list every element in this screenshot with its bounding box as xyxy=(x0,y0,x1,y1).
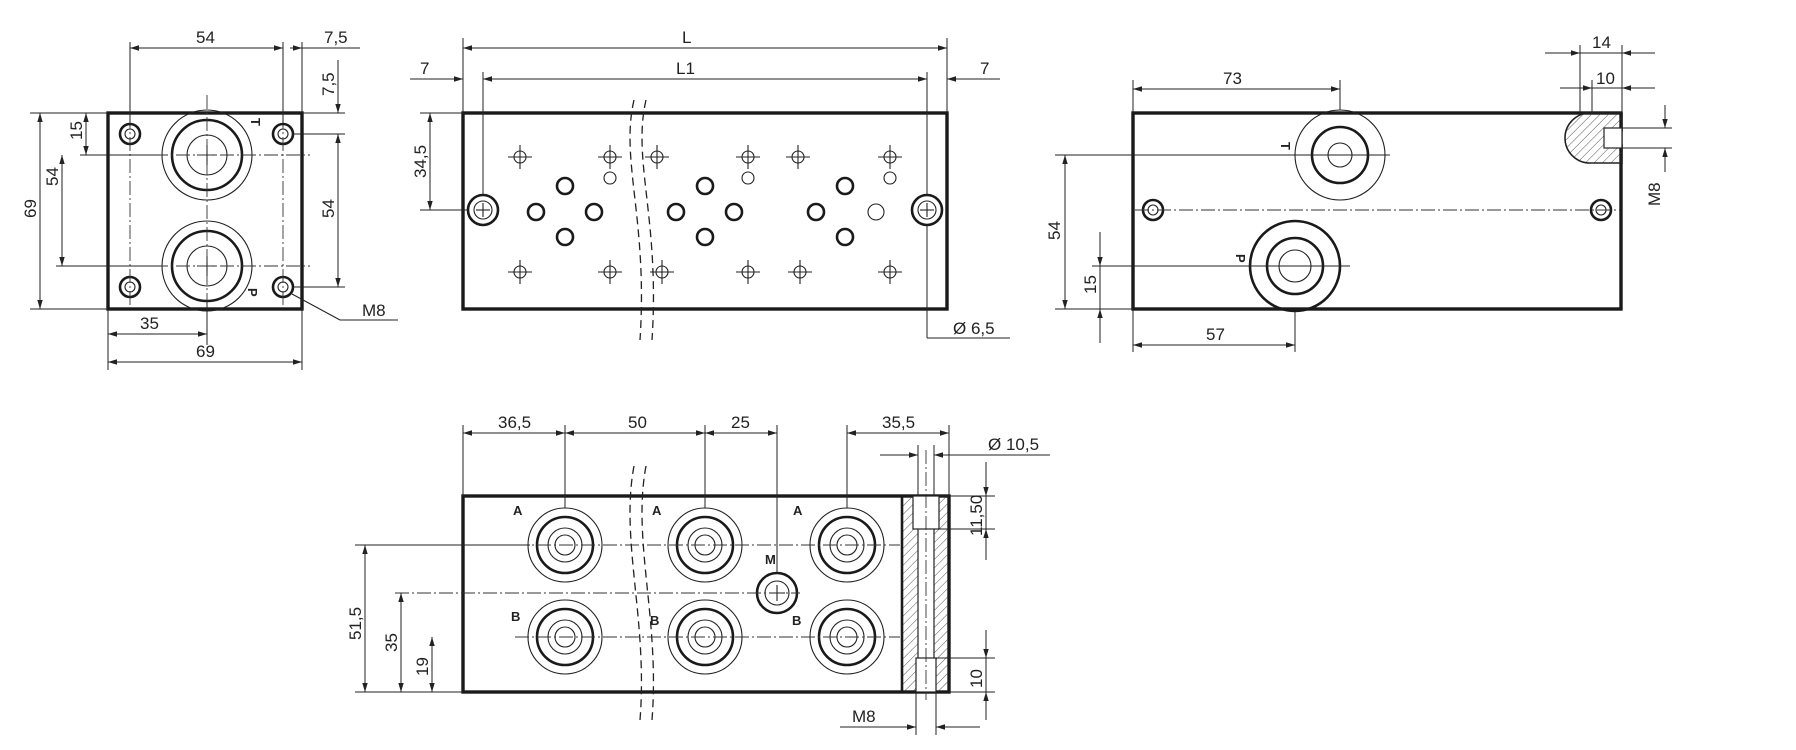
dim-end-m8: M8 xyxy=(362,301,386,320)
dim-side-14: 14 xyxy=(1592,33,1611,52)
dim-side-54: 54 xyxy=(1045,221,1064,240)
dim-front-36-5: 36,5 xyxy=(498,413,531,432)
side-view-counterbore-section xyxy=(1564,112,1623,164)
dim-top-dia-6-5: Ø 6,5 xyxy=(953,319,995,338)
top-view-valve-patterns xyxy=(508,145,902,284)
front-label-b3: B xyxy=(792,613,801,628)
dim-end-35-bottom: 35 xyxy=(140,314,159,333)
dim-top-L: L xyxy=(682,28,691,47)
dim-front-dia-10-5: Ø 10,5 xyxy=(988,435,1039,454)
dim-front-35: 35 xyxy=(382,633,401,652)
end-view-label-p: P xyxy=(245,288,260,297)
dim-side-15: 15 xyxy=(1081,275,1100,294)
front-view-end-section xyxy=(900,450,951,700)
dim-front-m8: M8 xyxy=(852,707,876,726)
dim-front-25: 25 xyxy=(731,413,750,432)
dim-front-19: 19 xyxy=(413,657,432,676)
end-view-label-t: T xyxy=(248,118,263,126)
dim-front-35-5: 35,5 xyxy=(882,413,915,432)
front-view-ports xyxy=(527,507,885,675)
dim-side-10: 10 xyxy=(1596,69,1615,88)
dim-end-7-5-right: 7,5 xyxy=(319,72,338,96)
dim-side-57: 57 xyxy=(1206,325,1225,344)
front-label-a3: A xyxy=(793,503,803,518)
dim-top-7-left: 7 xyxy=(420,59,429,78)
dim-front-10: 10 xyxy=(967,669,986,688)
dim-end-69-bottom: 69 xyxy=(196,342,215,361)
dim-end-7-5-top: 7,5 xyxy=(324,28,348,47)
dim-front-11-50: 11,50 xyxy=(967,495,986,536)
side-view-label-t: T xyxy=(1278,142,1293,150)
dim-end-54-right: 54 xyxy=(319,199,338,218)
dim-side-73: 73 xyxy=(1223,69,1242,88)
front-label-m: M xyxy=(765,552,776,567)
dim-top-7-right: 7 xyxy=(980,59,989,78)
front-view: A A A B B B M 36,5 50 25 35,5 Ø 10,5 xyxy=(346,413,1050,735)
end-view: T P 54 7,5 7,5 54 15 54 69 xyxy=(21,28,398,370)
dim-front-51-5: 51,5 xyxy=(346,607,365,640)
front-view-body xyxy=(461,494,951,694)
front-label-a1: A xyxy=(513,503,523,518)
side-view-body xyxy=(1131,111,1623,311)
dim-end-69-left: 69 xyxy=(21,199,40,218)
top-view: L L1 7 7 34,5 Ø 6,5 xyxy=(410,28,1010,341)
end-view-body xyxy=(106,111,304,311)
dim-end-15-left: 15 xyxy=(67,121,86,140)
dim-end-54-left: 54 xyxy=(43,167,62,186)
dim-front-50: 50 xyxy=(628,413,647,432)
front-label-b2: B xyxy=(650,613,659,628)
front-label-a2: A xyxy=(652,503,662,518)
dim-top-34-5: 34,5 xyxy=(411,145,430,178)
side-view-label-p: P xyxy=(1233,254,1248,263)
dim-top-L1: L1 xyxy=(676,59,695,78)
front-label-b1: B xyxy=(511,609,520,624)
dim-side-m8: M8 xyxy=(1645,182,1664,206)
side-view: T P 73 14 10 M8 54 15 xyxy=(1045,33,1672,352)
dim-end-54-top: 54 xyxy=(196,28,215,47)
top-view-body xyxy=(461,111,949,311)
